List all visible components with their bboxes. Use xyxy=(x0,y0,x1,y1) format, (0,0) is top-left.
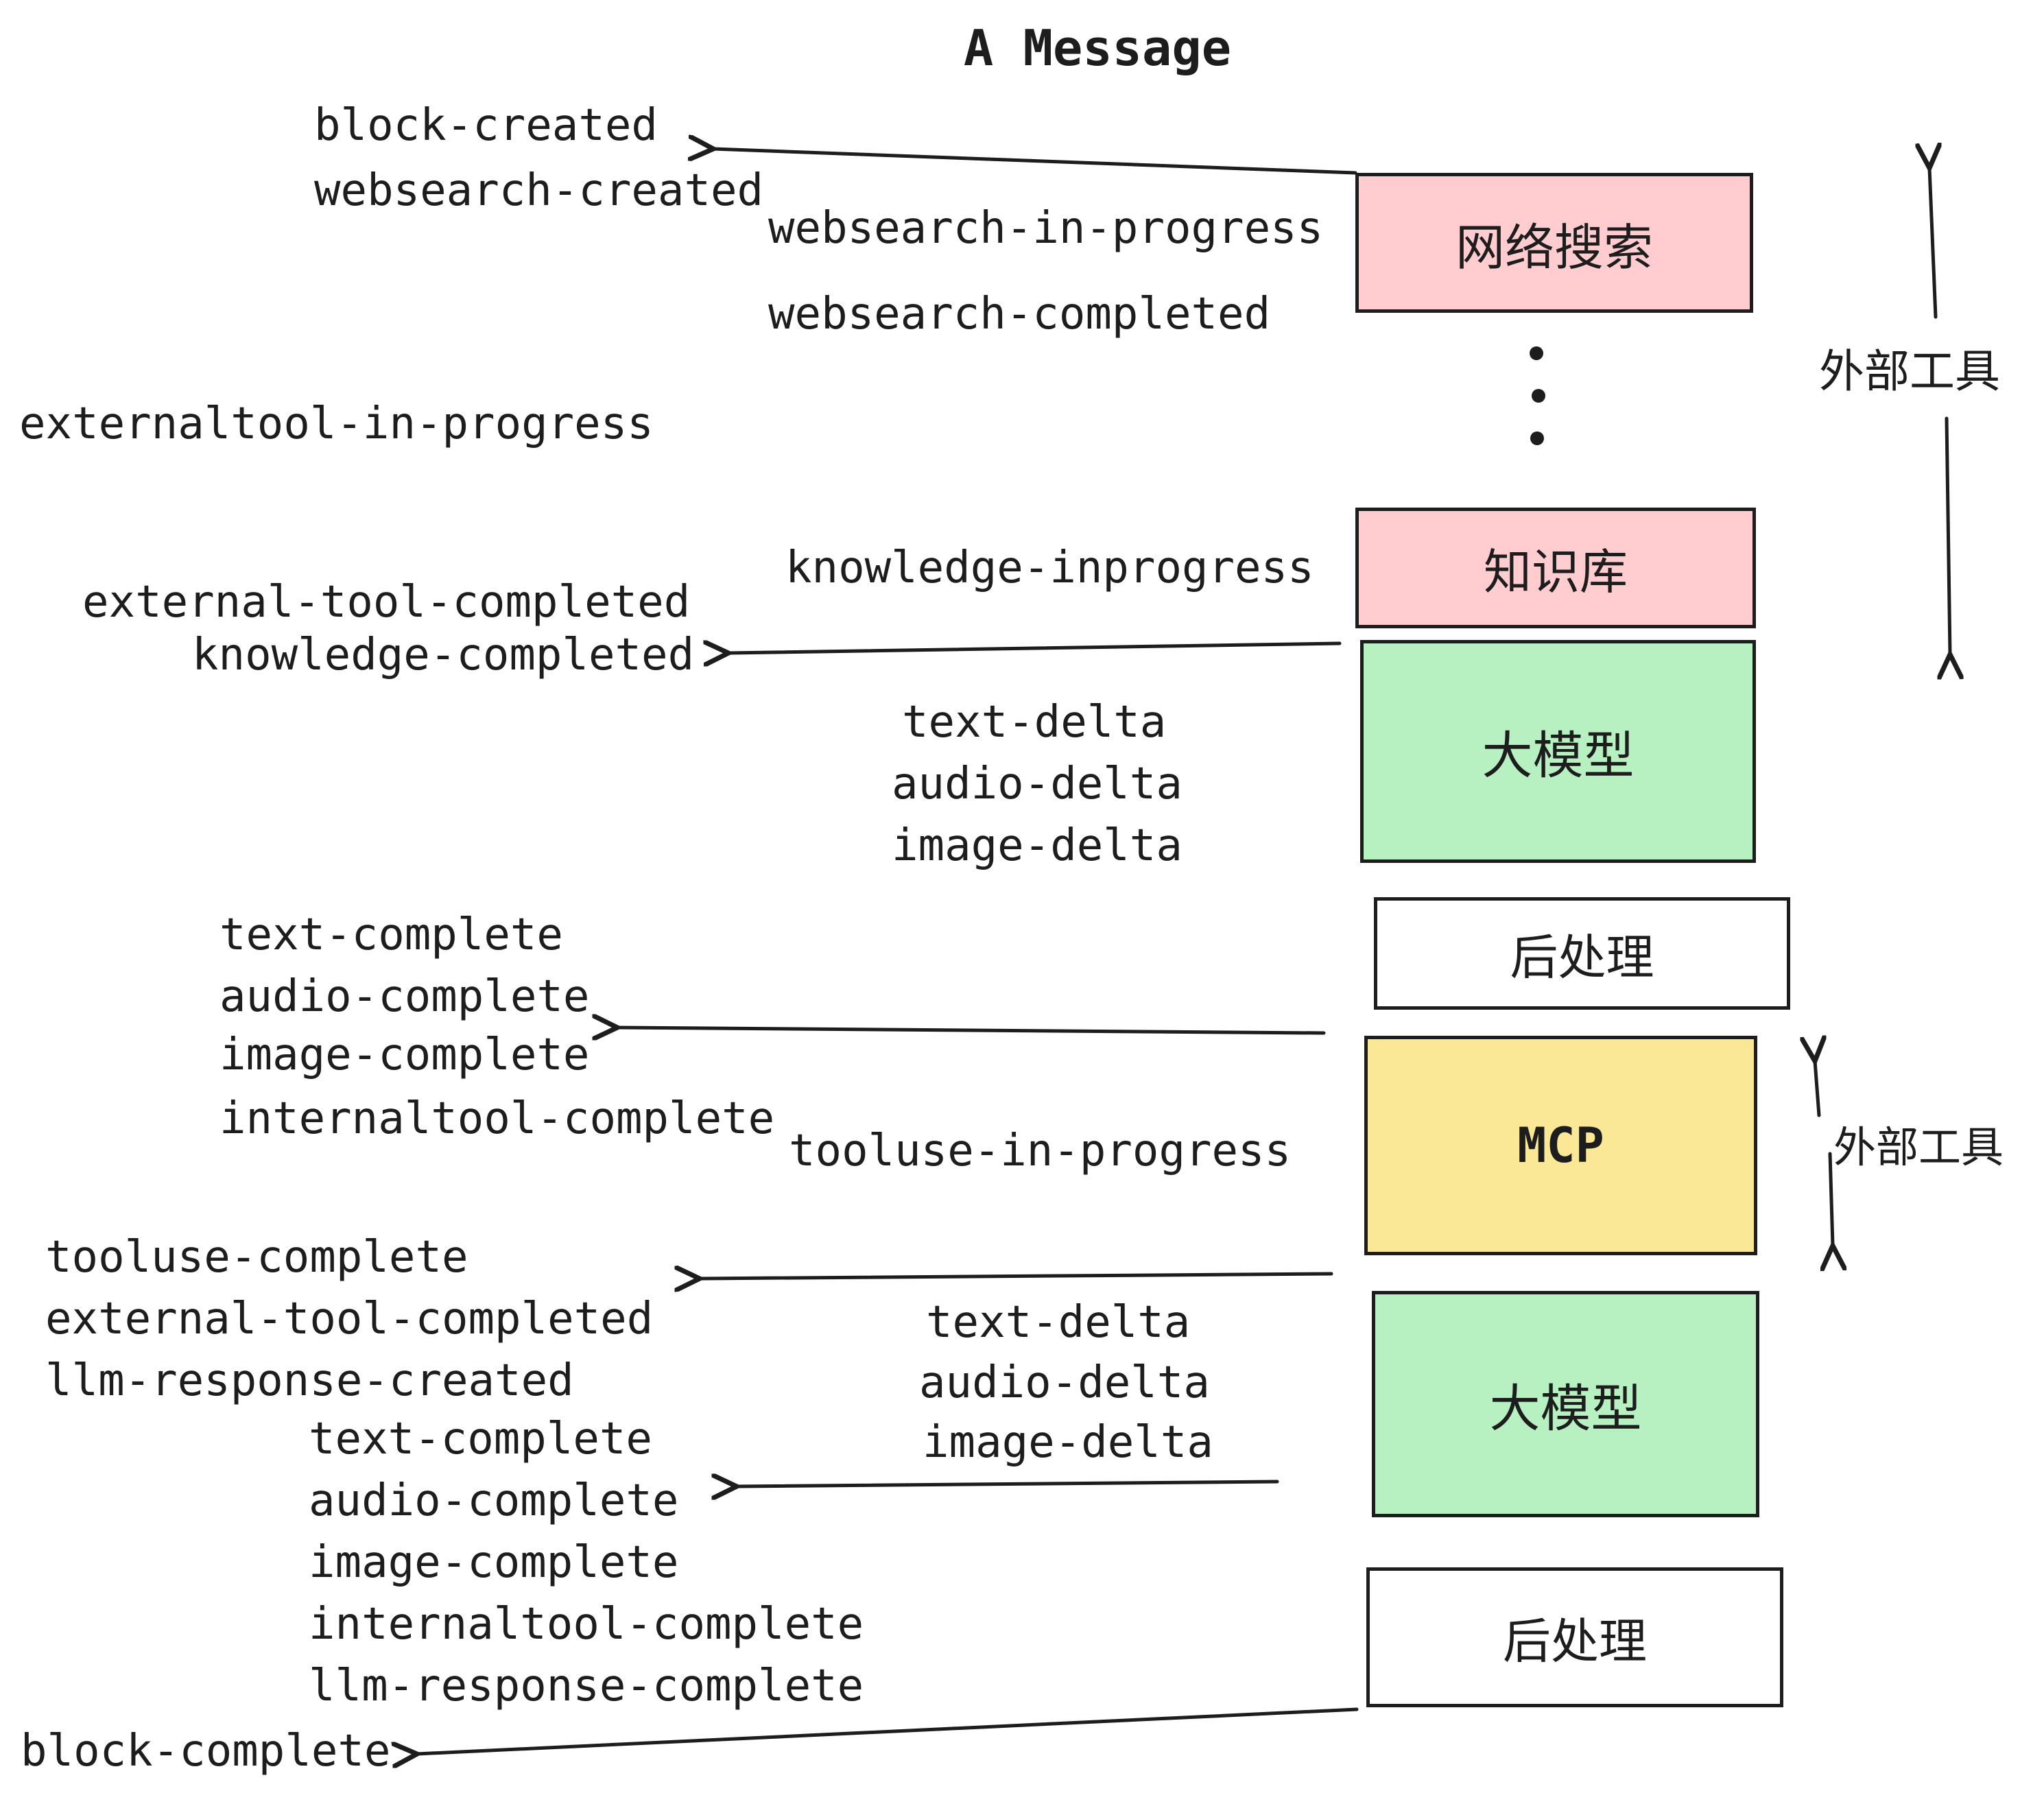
event-audio-complete-1: audio-complete xyxy=(219,971,590,1022)
arrow-external-tools-top-down xyxy=(1947,416,1950,654)
event-tooluse-in-progress: tooluse-in-progress xyxy=(789,1126,1292,1176)
event-text-delta-2: text-delta xyxy=(926,1297,1191,1348)
event-text-complete-1: text-complete xyxy=(219,910,563,960)
event-audio-complete-2: audio-complete xyxy=(309,1475,679,1526)
box-knowledge: 知识库 xyxy=(1355,508,1756,628)
event-llm-response-complete: llm-response-complete xyxy=(309,1661,864,1711)
event-block-created: block-created xyxy=(314,100,658,151)
arrow-mcp-to-tooluse-events xyxy=(700,1274,1333,1279)
event-internaltool-complete-2: internaltool-complete xyxy=(309,1599,864,1650)
box-mcp: MCP xyxy=(1364,1036,1757,1255)
event-text-complete-2: text-complete xyxy=(309,1414,652,1464)
arrow-llm2-to-complete-events xyxy=(737,1482,1279,1486)
event-image-delta-2: image-delta xyxy=(923,1417,1213,1468)
box-llm-2-label: 大模型 xyxy=(1489,1379,1642,1437)
event-llm-response-created: llm-response-created xyxy=(45,1355,574,1406)
event-websearch-created: websearch-created xyxy=(314,165,764,216)
box-postprocess-2-label: 后处理 xyxy=(1503,1614,1647,1668)
event-image-complete-1: image-complete xyxy=(219,1030,590,1080)
arrow-post2-to-block-complete xyxy=(417,1707,1359,1754)
box-llm-2: 大模型 xyxy=(1372,1291,1759,1517)
arrow-external-tools-top-up xyxy=(1929,168,1936,319)
event-audio-delta-2: audio-delta xyxy=(919,1357,1210,1408)
box-postprocess-1: 后处理 xyxy=(1374,897,1790,1010)
event-websearch-in-progress: websearch-in-progress xyxy=(768,203,1324,254)
box-websearch: 网络搜索 xyxy=(1355,173,1753,313)
arrow-external-tools-mcp-up xyxy=(1815,1061,1819,1117)
vertical-ellipsis-dot xyxy=(1532,389,1545,403)
box-knowledge-label: 知识库 xyxy=(1484,545,1628,599)
event-tooluse-complete: tooluse-complete xyxy=(45,1232,468,1283)
event-knowledge-completed: knowledge-completed xyxy=(192,630,695,680)
event-external-tool-completed: external-tool-completed xyxy=(82,577,691,628)
external-tools-label-mcp: 外部工具 xyxy=(1833,1124,2004,1172)
vertical-ellipsis-dot xyxy=(1530,431,1544,445)
arrow-external-tools-mcp-down xyxy=(1830,1152,1833,1246)
event-image-complete-2: image-complete xyxy=(309,1537,679,1588)
event-text-delta-1: text-delta xyxy=(902,697,1167,748)
box-llm-1-label: 大模型 xyxy=(1482,727,1635,784)
arrow-knowledge-to-completed-events xyxy=(728,643,1342,653)
event-externaltool-in-progress: externaltool-in-progress xyxy=(19,399,654,449)
event-image-delta-1: image-delta xyxy=(892,820,1183,871)
arrow-websearch-to-created-events xyxy=(713,149,1357,175)
event-block-complete: block-complete xyxy=(21,1726,391,1777)
event-internaltool-complete-1: internaltool-complete xyxy=(219,1093,775,1144)
box-postprocess-2: 后处理 xyxy=(1366,1567,1783,1707)
vertical-ellipsis-dot xyxy=(1530,346,1543,360)
event-audio-delta-1: audio-delta xyxy=(892,759,1183,809)
box-websearch-label: 网络搜索 xyxy=(1455,220,1653,276)
box-mcp-label: MCP xyxy=(1517,1117,1604,1174)
page-title: A Message xyxy=(963,19,1232,77)
event-websearch-completed: websearch-completed xyxy=(768,289,1271,340)
box-llm-1: 大模型 xyxy=(1360,640,1756,863)
event-external-tool-completed-2: external-tool-completed xyxy=(45,1294,654,1344)
box-postprocess-1-label: 后处理 xyxy=(1510,930,1654,984)
external-tools-label-top: 外部工具 xyxy=(1819,346,2000,396)
arrow-llm1-to-complete-events xyxy=(617,1028,1326,1033)
event-knowledge-inprogress: knowledge-inprogress xyxy=(785,543,1314,593)
